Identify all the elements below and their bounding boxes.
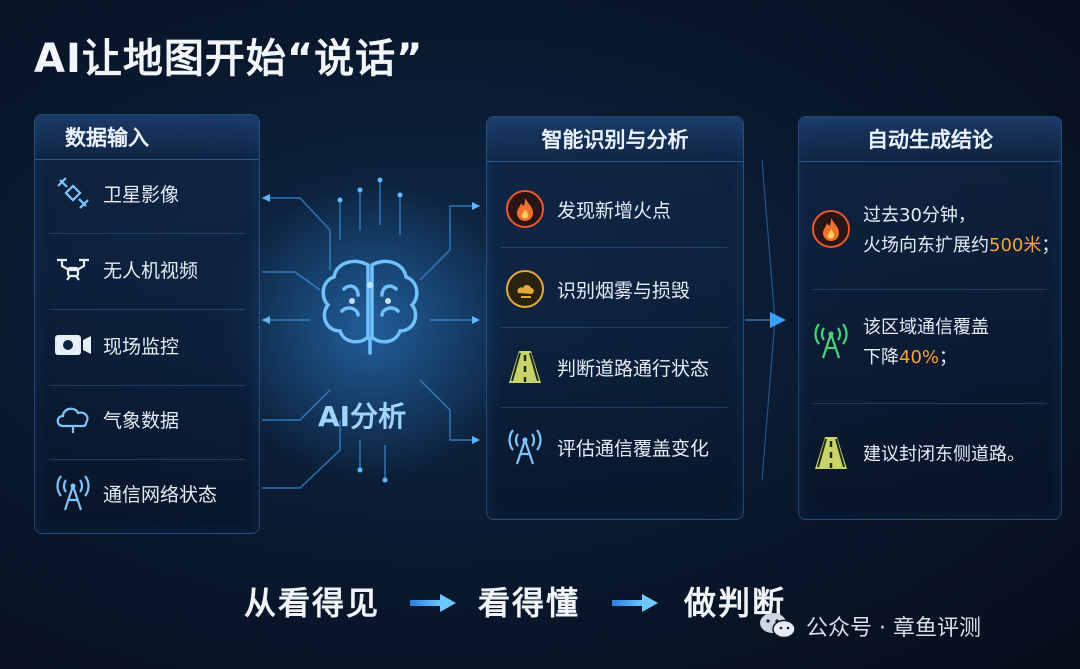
conclusion-text: ； bbox=[939, 347, 958, 368]
analysis-item-label: 识别烟雾与损毁 bbox=[557, 279, 691, 302]
conclusion-text: ； bbox=[1041, 235, 1060, 256]
ai-core: AI分析 bbox=[300, 255, 440, 435]
input-item-label: 无人机视频 bbox=[103, 259, 199, 282]
road-icon bbox=[809, 433, 853, 473]
conclusion-item-road: 建议封闭东侧道路。 bbox=[809, 433, 1061, 473]
highlight-value: 500米 bbox=[989, 235, 1042, 256]
conclusion-line: 该区域通信覆盖 bbox=[863, 317, 989, 338]
input-item-satellite: 卫星影像 bbox=[51, 173, 259, 213]
conclusion-text: 火场向东扩展约 bbox=[863, 235, 989, 256]
analysis-item-label: 发现新增火点 bbox=[557, 199, 672, 222]
input-item-weather: 气象数据 bbox=[51, 399, 259, 439]
conclusion-line: 下降40%； bbox=[863, 343, 989, 373]
conclusion-item-fire: 过去30分钟， 火场向东扩展约500米； bbox=[809, 201, 1061, 261]
arrow-right-icon bbox=[612, 594, 658, 612]
analysis-item-label: 评估通信覆盖变化 bbox=[557, 437, 710, 460]
input-item-label: 通信网络状态 bbox=[103, 483, 218, 506]
analysis-item-fire: 发现新增火点 bbox=[503, 189, 743, 229]
highlight-value: 40% bbox=[899, 347, 940, 368]
road-icon bbox=[503, 347, 547, 387]
conclusion-panel-header: 自动生成结论 bbox=[799, 117, 1061, 162]
input-item-camera: 现场监控 bbox=[51, 325, 259, 365]
analysis-panel-header: 智能识别与分析 bbox=[487, 117, 743, 162]
input-item-label: 现场监控 bbox=[103, 335, 180, 358]
ai-analysis-label: AI分析 bbox=[318, 400, 407, 433]
conclusion-line: 火场向东扩展约500米； bbox=[863, 231, 1059, 261]
signal-tower-icon bbox=[51, 473, 95, 513]
conclusion-line: 过去30分钟， bbox=[863, 205, 976, 226]
input-item-label: 气象数据 bbox=[103, 409, 180, 432]
conclusion-panel: 自动生成结论 过去30分钟， 火场向东扩展约500米； 该区域通信覆盖 下降40… bbox=[798, 116, 1062, 520]
conclusion-item-network: 该区域通信覆盖 下降40%； bbox=[809, 313, 1061, 373]
flow-step-2: 看得懂 bbox=[478, 584, 581, 622]
smoke-icon bbox=[503, 269, 547, 309]
analysis-item-smoke: 识别烟雾与损毁 bbox=[503, 269, 743, 309]
brain-icon bbox=[314, 255, 426, 355]
analysis-panel: 智能识别与分析 发现新增火点 识别烟雾与损毁 判断道路通行状态 评估通信覆盖变化 bbox=[486, 116, 744, 520]
fire-icon bbox=[809, 209, 853, 249]
input-item-label: 卫星影像 bbox=[103, 183, 180, 206]
fire-icon bbox=[503, 189, 547, 229]
analysis-item-label: 判断道路通行状态 bbox=[557, 357, 710, 380]
signal-tower-icon bbox=[503, 427, 547, 467]
analysis-item-network: 评估通信覆盖变化 bbox=[503, 427, 743, 467]
wechat-icon bbox=[758, 610, 798, 642]
input-item-network: 通信网络状态 bbox=[51, 473, 259, 513]
watermark: 公众号 · 章鱼评测 bbox=[758, 610, 981, 642]
signal-tower-icon bbox=[809, 321, 853, 361]
input-panel-header: 数据输入 bbox=[35, 115, 259, 160]
conclusion-text: 下降 bbox=[863, 347, 899, 368]
drone-icon bbox=[51, 249, 95, 289]
analysis-item-road: 判断道路通行状态 bbox=[503, 347, 743, 387]
conclusion-line: 建议封闭东侧道路。 bbox=[863, 444, 1025, 465]
arrow-right-icon bbox=[410, 594, 456, 612]
input-item-drone: 无人机视频 bbox=[51, 249, 259, 289]
input-panel: 数据输入 卫星影像 无人机视频 现场监控 气象数据 通信网络状态 bbox=[34, 114, 260, 534]
satellite-icon bbox=[51, 173, 95, 213]
camera-icon bbox=[51, 325, 95, 365]
flow-step-1: 从看得见 bbox=[244, 584, 381, 622]
watermark-text: 公众号 · 章鱼评测 bbox=[806, 616, 981, 641]
cloud-icon bbox=[51, 399, 95, 439]
page-title: AI让地图开始“说话” bbox=[34, 36, 424, 82]
